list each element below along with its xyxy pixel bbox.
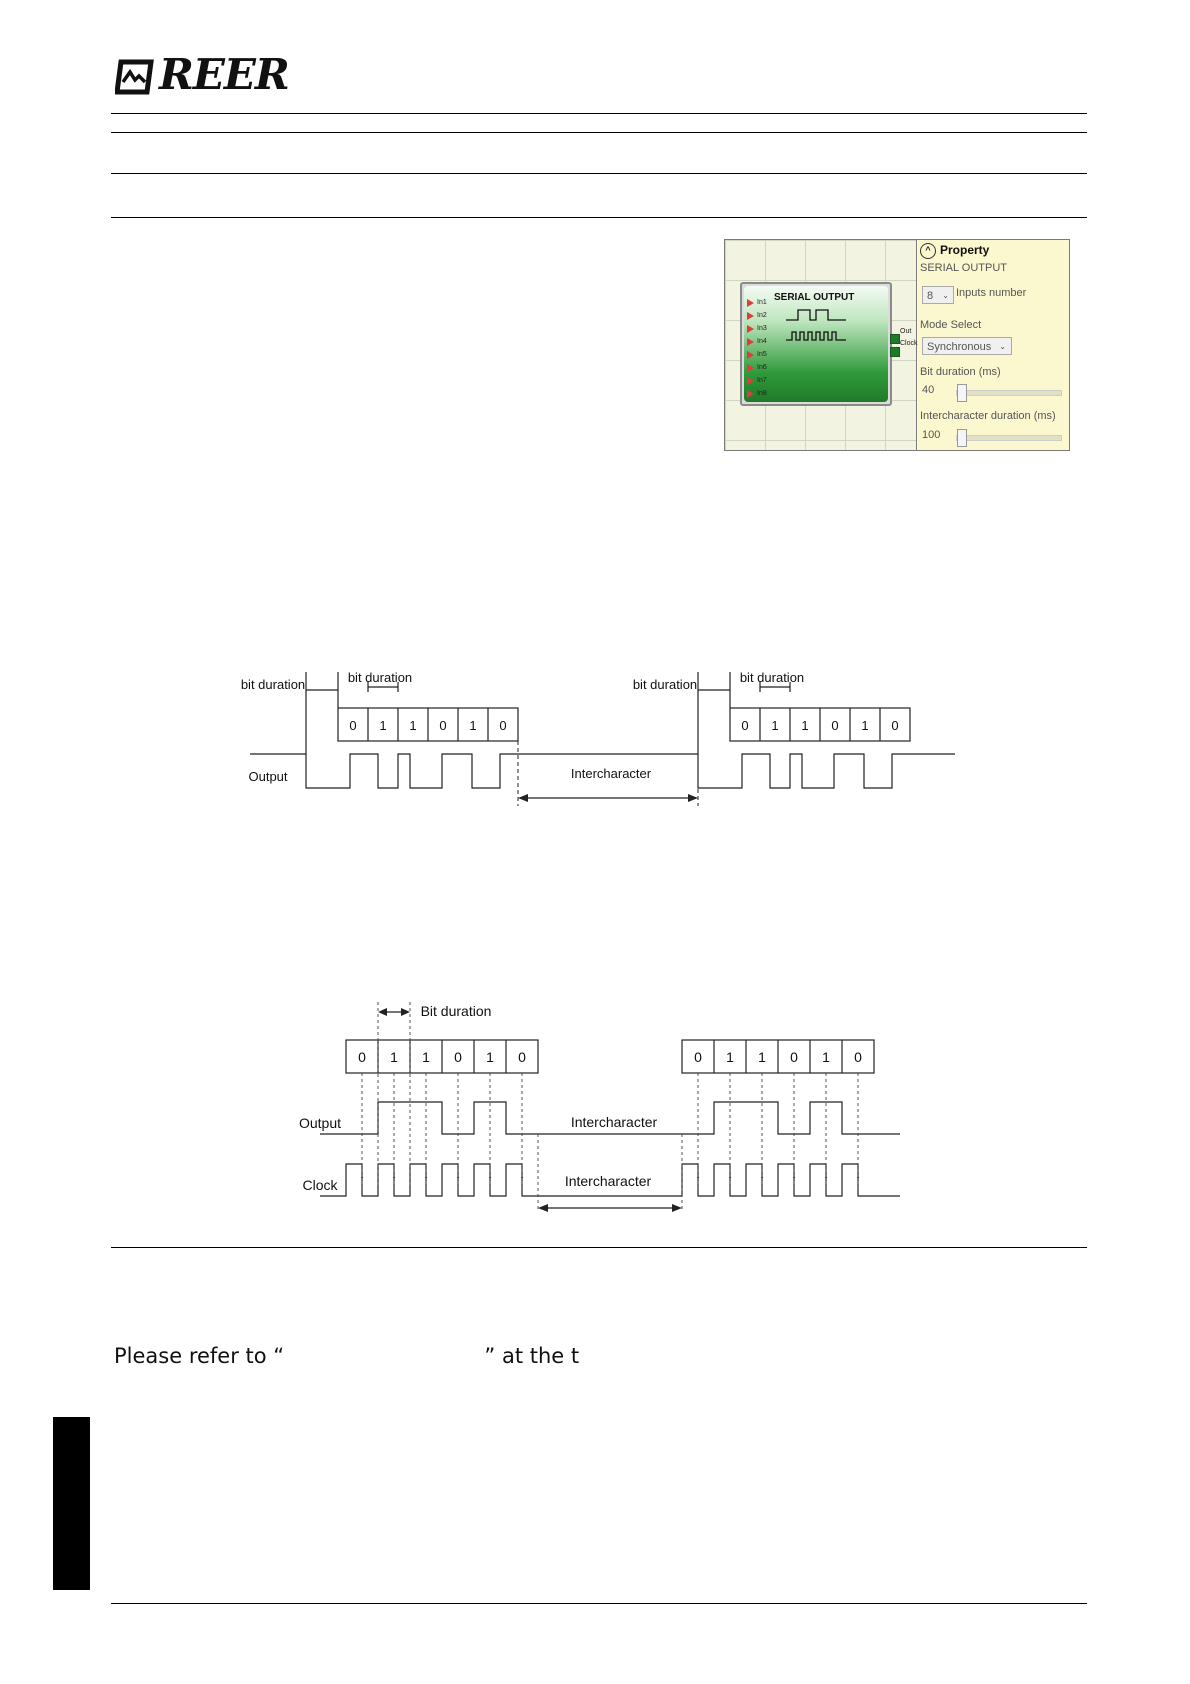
svg-text:↓: ↓ (424, 1170, 429, 1181)
canvas-grid: SERIAL OUTPUT In1 In2 In3 In4 In5 In6 In… (725, 240, 918, 450)
chevron-down-icon: ⌄ (999, 342, 1006, 351)
clock-port[interactable] (890, 347, 900, 357)
logo-mark-icon (115, 59, 154, 95)
bit-value: 1 (801, 718, 808, 733)
bit-duration-label: bit duration (740, 670, 804, 685)
bit-value: 0 (349, 718, 356, 733)
input-port-label: In1 (747, 296, 767, 309)
input-port-label: In7 (747, 374, 767, 387)
intercharacter-duration-slider[interactable] (956, 429, 1062, 447)
svg-text:↓: ↓ (392, 1170, 397, 1181)
bit-value: 1 (726, 1049, 734, 1065)
intercharacter-duration-value[interactable]: 100 (922, 429, 941, 441)
clock-signal-label: Clock (302, 1177, 338, 1193)
header-rule-1 (111, 113, 1087, 114)
inputs-number-select[interactable]: 8 ⌄ (922, 286, 954, 304)
chevron-down-icon: ⌄ (942, 291, 949, 300)
mode-select-label: Mode Select (920, 319, 982, 331)
header-rule-4 (111, 217, 1087, 218)
svg-text:↓: ↓ (792, 1170, 797, 1181)
svg-text:↓: ↓ (360, 1170, 365, 1181)
svg-text:↓: ↓ (856, 1170, 861, 1181)
bit-value: 0 (454, 1049, 462, 1065)
svg-text:↓: ↓ (696, 1170, 701, 1181)
bit-duration-label: bit duration (241, 677, 305, 692)
output-signal-label: Output (248, 769, 287, 784)
bit-value: 1 (861, 718, 868, 733)
bit-value: 0 (694, 1049, 702, 1065)
out-port-label: Out (900, 328, 912, 335)
input-port-label: In4 (747, 335, 767, 348)
bit-value: 1 (486, 1049, 494, 1065)
collapse-chevron-icon[interactable]: ^ (920, 243, 936, 259)
section-rule (111, 1247, 1087, 1248)
bit-value: 1 (822, 1049, 830, 1065)
bit-value: 1 (771, 718, 778, 733)
property-section-title: SERIAL OUTPUT (920, 262, 1007, 274)
out-port[interactable] (890, 334, 900, 344)
svg-text:↓: ↓ (760, 1170, 765, 1181)
intercharacter-label: Intercharacter (571, 1114, 658, 1130)
clock-port-label: Clock (900, 340, 918, 347)
bit-value: 0 (499, 718, 506, 733)
serial-output-block[interactable]: SERIAL OUTPUT In1 In2 In3 In4 In5 In6 In… (740, 282, 918, 406)
bit-value: 1 (469, 718, 476, 733)
mode-select-dropdown[interactable]: Synchronous ⌄ (922, 337, 1012, 355)
bit-value: 1 (379, 718, 386, 733)
input-port-label: In3 (747, 322, 767, 335)
inputs-number-value: 8 (927, 290, 934, 302)
svg-text:↓: ↓ (520, 1170, 525, 1181)
reer-logo: REER (115, 52, 290, 100)
bit-value: 1 (409, 718, 416, 733)
header-rule-3 (111, 173, 1087, 174)
footer-rule (111, 1603, 1087, 1604)
mode-select-value: Synchronous (927, 341, 992, 353)
input-list: In1 In2 In3 In4 In5 In6 In7 In8 (747, 296, 767, 400)
bit-duration-slider[interactable] (956, 384, 1062, 402)
logo-wordmark: REER (159, 50, 290, 99)
bit-value: 0 (741, 718, 748, 733)
serial-waveform-icon (786, 309, 846, 341)
property-panel: ^ Property SERIAL OUTPUT 8 ⌄ Inputs numbe… (918, 240, 1069, 450)
input-port-label: In2 (747, 309, 767, 322)
bit-value: 0 (831, 718, 838, 733)
bit-value: 0 (518, 1049, 526, 1065)
svg-text:↓: ↓ (728, 1170, 733, 1181)
bit-value: 0 (790, 1049, 798, 1065)
inputs-number-label: Inputs number (956, 287, 1027, 299)
language-side-tab (53, 1417, 90, 1590)
block-title: SERIAL OUTPUT (774, 292, 855, 303)
input-port-label: In8 (747, 387, 767, 400)
header-rule-2 (111, 132, 1087, 133)
output-signal-label: Output (299, 1115, 341, 1131)
intercharacter-label: Intercharacter (565, 1173, 652, 1189)
refer-paragraph: Please refer to “ ” at the t (114, 1344, 580, 1368)
intercharacter-duration-slider-thumb[interactable] (957, 429, 967, 447)
bit-value: 0 (358, 1049, 366, 1065)
bit-duration-label: Bit duration (ms) (920, 366, 1001, 378)
bit-duration-value[interactable]: 40 (922, 384, 935, 396)
intercharacter-label: Intercharacter (571, 766, 652, 781)
bit-value: 1 (758, 1049, 766, 1065)
bit-value: 1 (422, 1049, 430, 1065)
bit-value: 0 (439, 718, 446, 733)
bit-value: 0 (854, 1049, 862, 1065)
property-header[interactable]: ^ Property (920, 243, 989, 259)
bit-duration-label: bit duration (633, 677, 697, 692)
svg-text:↓: ↓ (456, 1170, 461, 1181)
bit-duration-slider-thumb[interactable] (957, 384, 967, 402)
bit-duration-label: Bit duration (421, 1003, 492, 1019)
intercharacter-duration-label: Intercharacter duration (ms) (920, 410, 1056, 422)
bit-duration-label: bit duration (348, 670, 412, 685)
input-port-label: In5 (747, 348, 767, 361)
property-header-label: Property (940, 243, 990, 258)
serial-output-panel-screenshot: SERIAL OUTPUT In1 In2 In3 In4 In5 In6 In… (724, 239, 1070, 451)
svg-text:↓: ↓ (488, 1170, 493, 1181)
svg-text:↓: ↓ (824, 1170, 829, 1181)
bit-value: 1 (390, 1049, 398, 1065)
input-port-label: In6 (747, 361, 767, 374)
bit-value: 0 (891, 718, 898, 733)
